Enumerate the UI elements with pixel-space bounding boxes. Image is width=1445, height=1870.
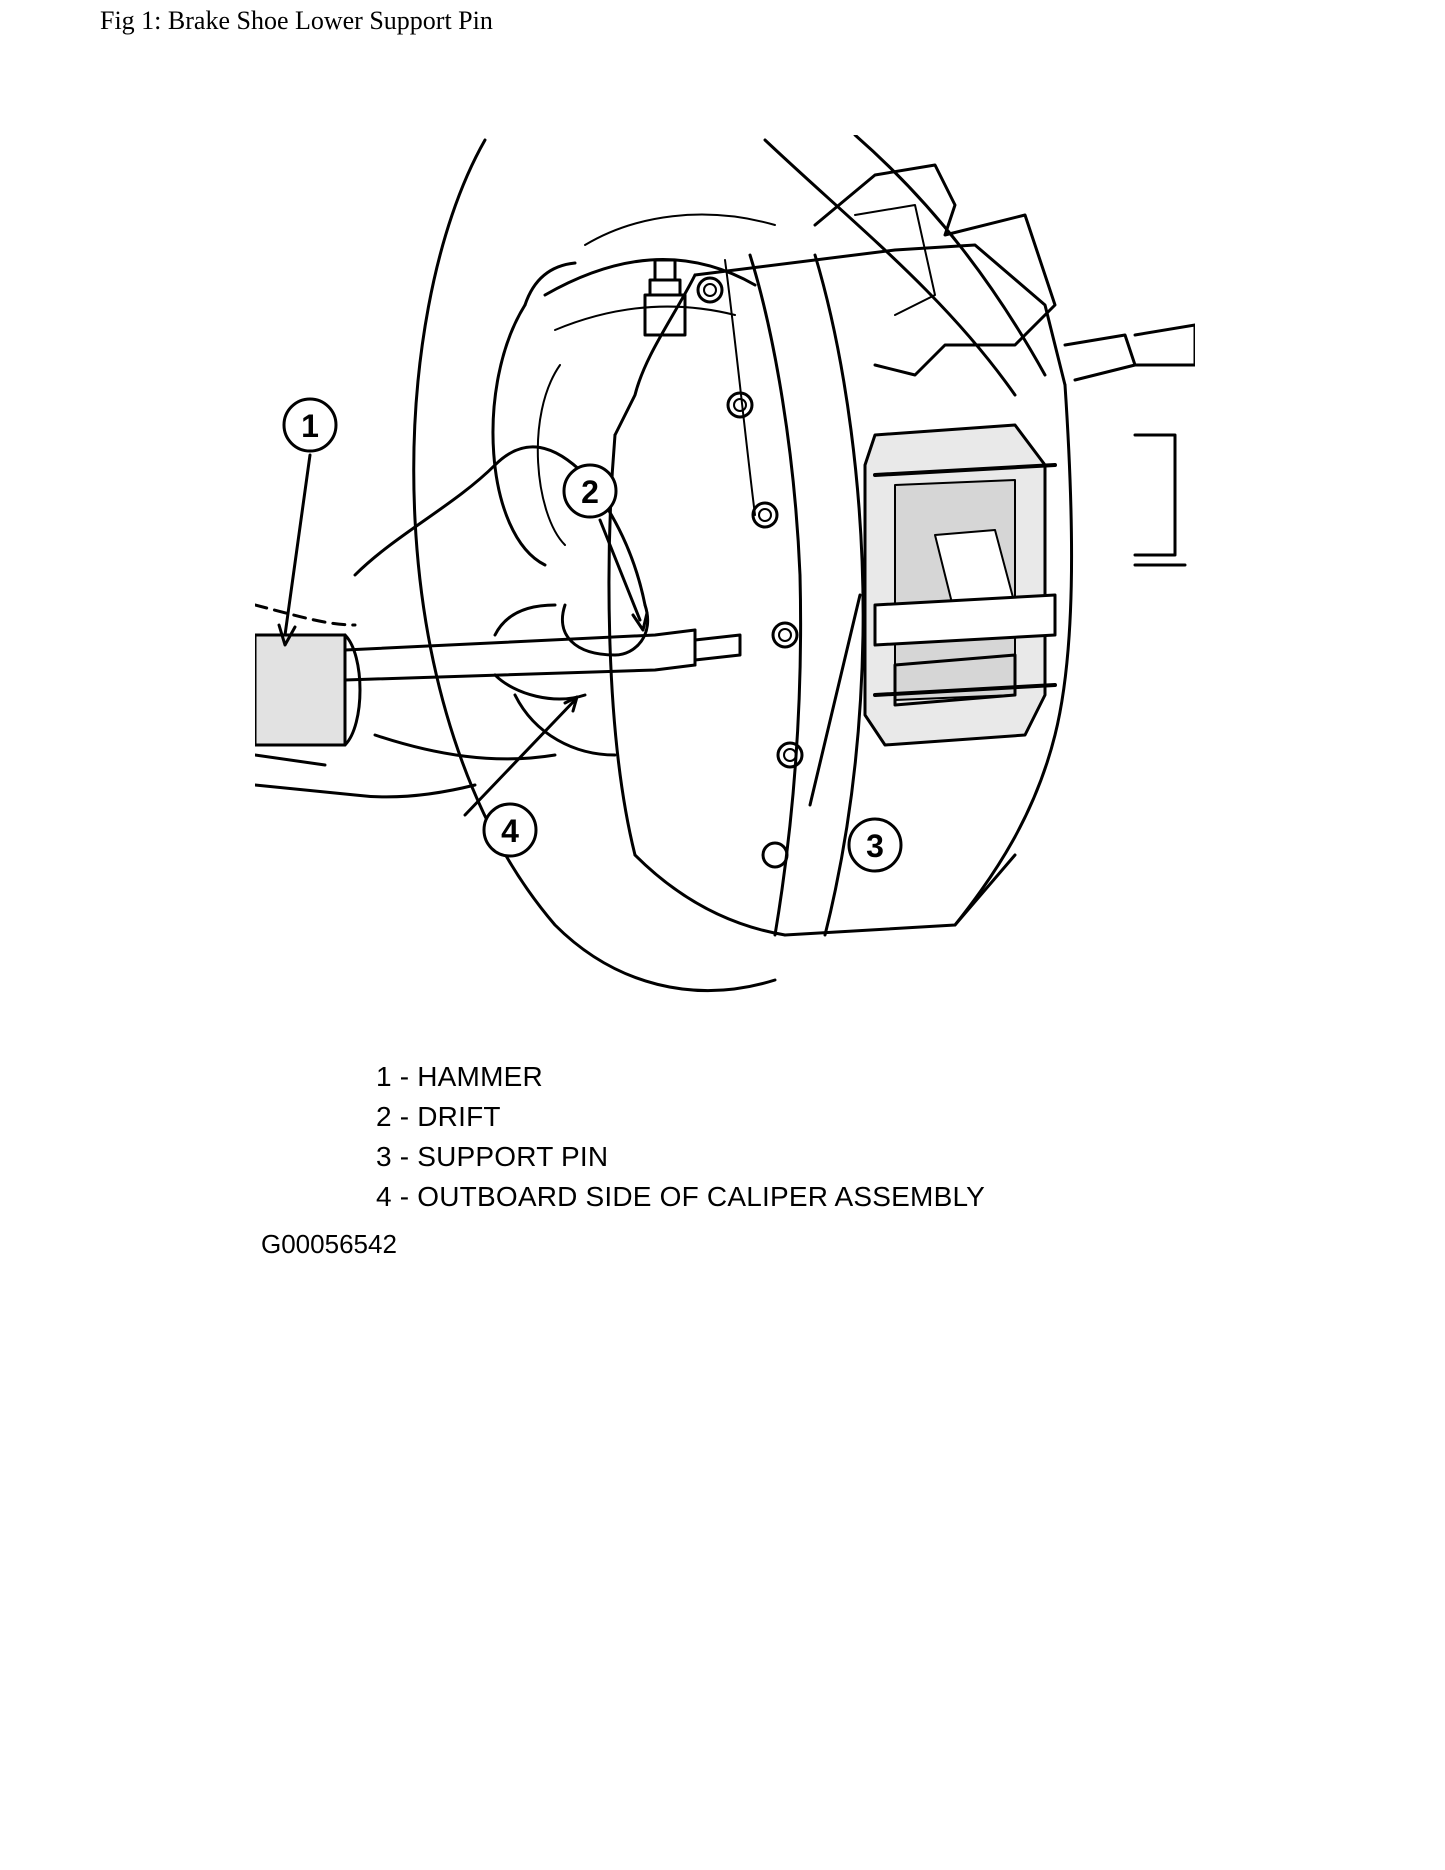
figure-code: G00056542 bbox=[261, 1229, 397, 1259]
callout-1: 1 bbox=[282, 397, 338, 453]
svg-text:4: 4 bbox=[501, 813, 519, 849]
legend-item-drift: 2 - DRIFT bbox=[376, 1101, 501, 1132]
callout-3: 3 bbox=[847, 817, 903, 873]
caliper-face bbox=[748, 253, 803, 937]
figure-title: Fig 1: Brake Shoe Lower Support Pin bbox=[100, 6, 493, 35]
brake-caliper-illustration: 1 2 3 4 bbox=[255, 135, 1195, 1285]
upper-pin bbox=[873, 463, 1057, 477]
brake-hose-fitting bbox=[1063, 333, 1137, 382]
legend-item-outboard-side: 4 - OUTBOARD SIDE OF CALIPER ASSEMBLY bbox=[376, 1181, 986, 1212]
figure-legend: 1 - HAMMER 2 - DRIFT 3 - SUPPORT PIN 4 -… bbox=[376, 1057, 985, 1217]
svg-text:3: 3 bbox=[866, 828, 884, 864]
hand bbox=[353, 445, 647, 607]
legend-item-hammer: 1 - HAMMER bbox=[376, 1061, 543, 1092]
brake-caliper-drawing: 1 2 3 4 bbox=[255, 135, 1195, 992]
support-pin bbox=[873, 683, 1057, 697]
caliper-housing bbox=[813, 163, 1057, 377]
callout-2: 2 bbox=[562, 463, 618, 519]
hammer bbox=[255, 633, 347, 747]
svg-text:1: 1 bbox=[301, 408, 319, 444]
legend-item-support-pin: 3 - SUPPORT PIN bbox=[376, 1141, 609, 1172]
drift-tool bbox=[343, 628, 697, 652]
rotor-hub bbox=[491, 303, 547, 567]
svg-text:2: 2 bbox=[581, 474, 599, 510]
callout-4: 4 bbox=[482, 802, 538, 858]
rotor-outline bbox=[412, 138, 777, 992]
caliper-body bbox=[693, 243, 1067, 387]
